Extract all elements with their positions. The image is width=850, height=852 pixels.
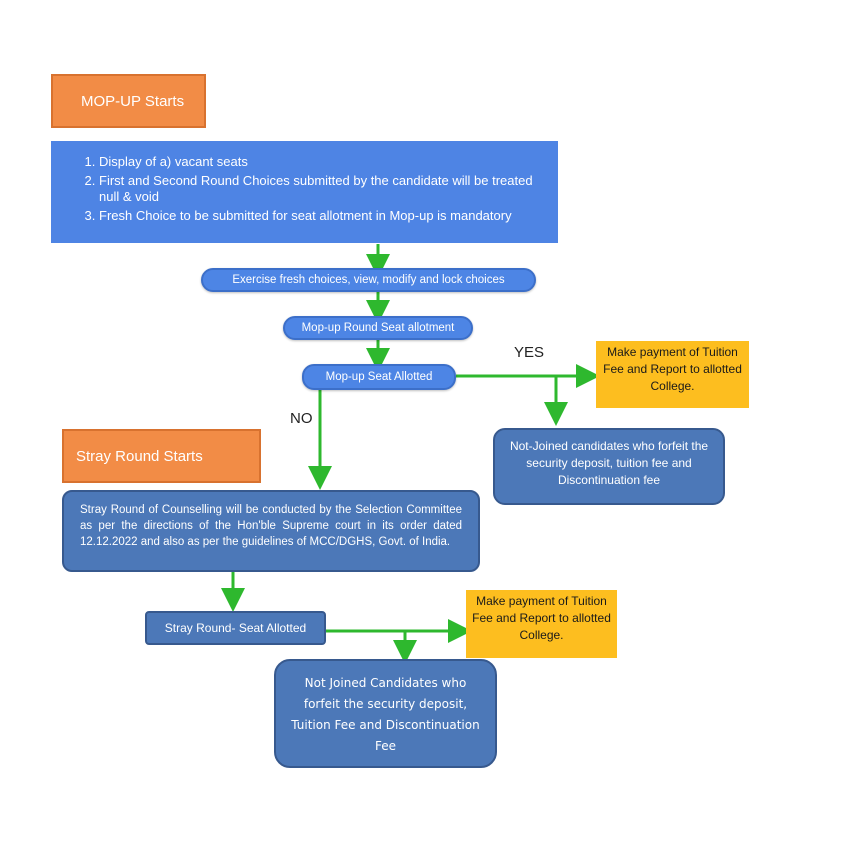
no-label: NO — [290, 410, 313, 427]
mopup-start-box: MOP-UP Starts — [51, 74, 206, 128]
stray-payment-label: Make payment of Tuition Fee and Report t… — [472, 594, 611, 642]
mopup-start-title: MOP-UP Starts — [81, 92, 185, 110]
stray-not-joined-box: Not Joined Candidates who forfeit the se… — [274, 659, 497, 768]
stray-seat-allotted-label: Stray Round- Seat Allotted — [164, 621, 307, 635]
stray-seat-allotted-box: Stray Round- Seat Allotted — [145, 611, 326, 645]
exercise-choices-label: Exercise fresh choices, view, modify and… — [232, 274, 505, 286]
mopup-seat-allotted-pill: Mop-up Seat Allotted — [302, 364, 456, 390]
stray-start-box: Stray Round Starts — [62, 429, 261, 483]
stray-not-joined-label: Not Joined Candidates who forfeit the se… — [291, 676, 480, 753]
stray-description-box: Stray Round of Counselling will be condu… — [62, 490, 480, 572]
stray-payment-box: Make payment of Tuition Fee and Report t… — [466, 590, 617, 658]
mopup-info-item-1: Display of a) vacant seats — [99, 154, 538, 170]
stray-description-label: Stray Round of Counselling will be condu… — [80, 504, 462, 548]
mopup-payment-box: Make payment of Tuition Fee and Report t… — [596, 341, 749, 408]
exercise-choices-pill: Exercise fresh choices, view, modify and… — [201, 268, 536, 292]
yes-label: YES — [514, 344, 545, 361]
mopup-not-joined-box: Not-Joined candidates who forfeit the se… — [493, 428, 725, 505]
mopup-info-item-2: First and Second Round Choices submitted… — [99, 173, 538, 205]
mopup-round-allotment-label: Mop-up Round Seat allotment — [301, 322, 455, 334]
mopup-seat-allotted-label: Mop-up Seat Allotted — [325, 371, 433, 383]
mopup-round-allotment-pill: Mop-up Round Seat allotment — [283, 316, 473, 340]
mopup-info-list: Display of a) vacant seats First and Sec… — [51, 154, 538, 224]
mopup-not-joined-label: Not-Joined candidates who forfeit the se… — [509, 439, 709, 487]
mopup-payment-label: Make payment of Tuition Fee and Report t… — [603, 345, 742, 393]
mopup-info-box: Display of a) vacant seats First and Sec… — [51, 141, 558, 243]
mopup-info-item-3: Fresh Choice to be submitted for seat al… — [99, 208, 538, 224]
stray-start-title: Stray Round Starts — [76, 447, 203, 465]
